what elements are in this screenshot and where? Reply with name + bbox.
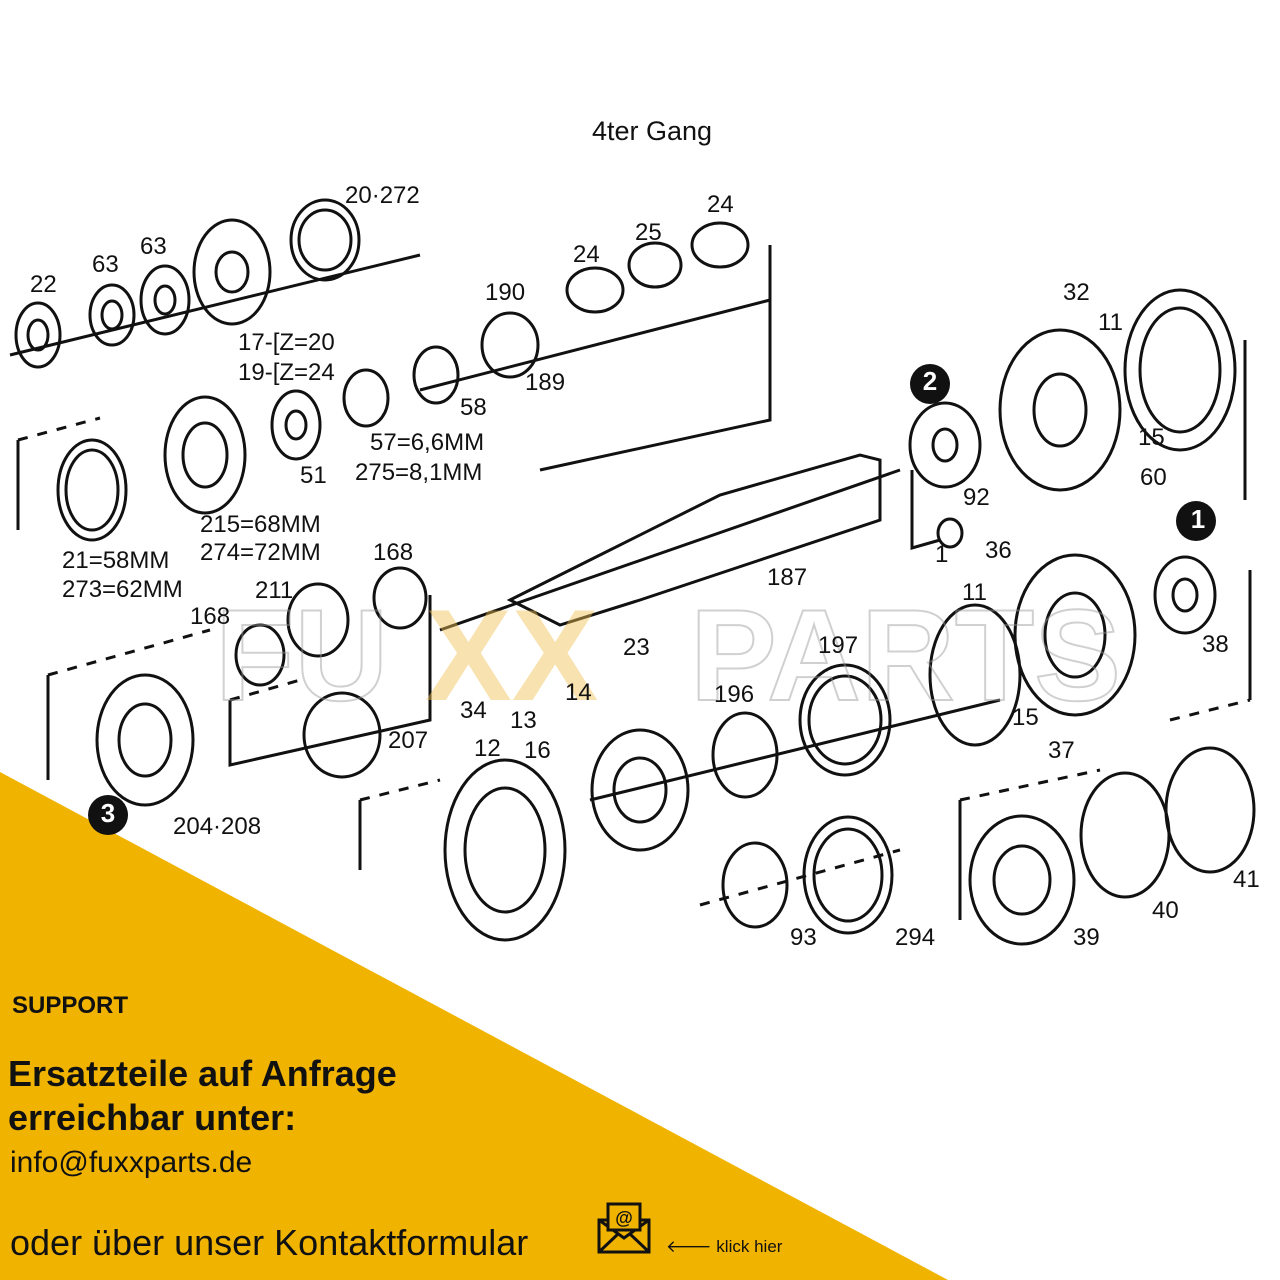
part-label: 207 bbox=[388, 727, 428, 754]
part-label: 57=6,6MM bbox=[370, 429, 484, 456]
part-label: 92 bbox=[963, 484, 990, 511]
part-label: 63 bbox=[140, 233, 167, 260]
part-label: 63 bbox=[92, 251, 119, 278]
part-label: 38 bbox=[1202, 631, 1229, 658]
part-label: 215=68MM bbox=[200, 511, 321, 538]
part-label: 274=72MM bbox=[200, 539, 321, 566]
part-label: 294 bbox=[895, 924, 935, 951]
part-label: 11 bbox=[1098, 309, 1123, 336]
part-label: 16 bbox=[524, 737, 551, 764]
part-label: 13 bbox=[510, 707, 537, 734]
part-label: 3 bbox=[101, 798, 115, 828]
part-label: 24 bbox=[707, 191, 734, 218]
part-label: 204·208 bbox=[173, 813, 261, 840]
part-label: 168 bbox=[373, 539, 413, 566]
part-label: 196 bbox=[714, 681, 754, 708]
part-label: 20·272 bbox=[345, 182, 420, 209]
part-label: 51 bbox=[300, 462, 327, 489]
part-label: 37 bbox=[1048, 737, 1075, 764]
part-label: 14 bbox=[565, 679, 592, 706]
headline-line1: Ersatzteile auf Anfrage bbox=[8, 1053, 397, 1094]
part-label: 36 bbox=[985, 537, 1012, 564]
part-label: 2 bbox=[923, 366, 937, 396]
part-label: 60 bbox=[1140, 464, 1167, 491]
part-label: 93 bbox=[790, 924, 817, 951]
part-label: 1 bbox=[1191, 504, 1205, 534]
part-label: 22 bbox=[30, 271, 57, 298]
part-label: 187 bbox=[767, 564, 807, 591]
watermark-mid: XX bbox=[425, 582, 598, 728]
envelope-at-icon[interactable]: @ bbox=[596, 1202, 652, 1254]
part-label: 189 bbox=[525, 369, 565, 396]
part-label: 23 bbox=[623, 634, 650, 661]
part-label: 19-[Z=24 bbox=[238, 359, 335, 386]
part-label: 15 bbox=[1012, 704, 1039, 731]
part-label: 41 bbox=[1233, 866, 1260, 893]
part-label: 32 bbox=[1063, 279, 1090, 306]
part-label: 168 bbox=[190, 603, 230, 630]
part-label: 58 bbox=[460, 394, 487, 421]
part-label: 211 bbox=[255, 577, 293, 604]
part-label: 12 bbox=[474, 735, 501, 762]
part-label: 17-[Z=20 bbox=[238, 329, 335, 356]
part-label: 21=58MM bbox=[62, 547, 169, 574]
diagram-title: 4ter Gang bbox=[592, 116, 713, 146]
part-label: 275=8,1MM bbox=[355, 459, 482, 486]
part-label: 25 bbox=[635, 219, 662, 246]
part-label: 197 bbox=[818, 632, 858, 659]
headline-line2: erreichbar unter: bbox=[8, 1097, 297, 1138]
support-email-link[interactable]: info@fuxxparts.de bbox=[10, 1146, 253, 1179]
part-label: 1 bbox=[935, 541, 948, 568]
part-label: 24 bbox=[573, 241, 600, 268]
support-headline: Ersatzteile auf Anfrage erreichbar unter… bbox=[8, 1052, 397, 1140]
part-label: 11 bbox=[962, 579, 987, 606]
part-label: 40 bbox=[1152, 897, 1179, 924]
part-label: 273=62MM bbox=[62, 576, 183, 603]
part-label: 190 bbox=[485, 279, 525, 306]
part-label: 34 bbox=[460, 697, 487, 724]
watermark-right: PARTS bbox=[690, 582, 1121, 728]
part-label: 39 bbox=[1073, 924, 1100, 951]
click-here-hint[interactable]: 🡐 klick hier bbox=[666, 1237, 783, 1256]
part-label: 15 bbox=[1138, 424, 1165, 451]
watermark-left: FU bbox=[215, 582, 388, 728]
support-label: SUPPORT bbox=[12, 992, 129, 1019]
svg-text:@: @ bbox=[615, 1208, 633, 1228]
contact-form-text: oder über unser Kontaktformular bbox=[10, 1222, 529, 1263]
